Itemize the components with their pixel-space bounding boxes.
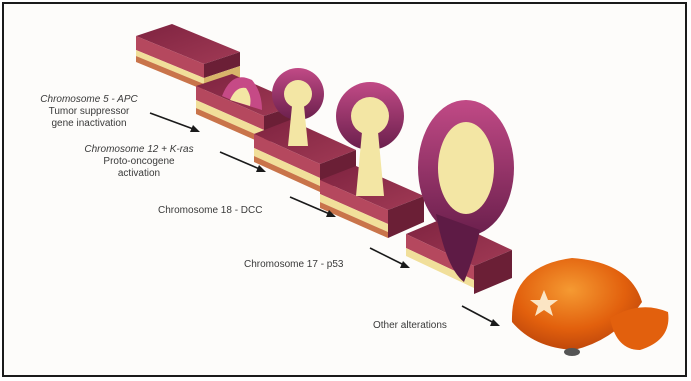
label-step2-line2: Proto-oncogene — [60, 156, 218, 168]
label-step1-line3: gene inactivation — [14, 118, 164, 130]
label-chromosome-5-apc: Chromosome 5 - APC Tumor suppressor gene… — [14, 94, 164, 130]
label-chromosome-12-kras: Chromosome 12 + K-ras Proto-oncogene act… — [60, 144, 218, 180]
arrow-step-4 — [370, 248, 410, 268]
arrow-step-5 — [462, 306, 500, 326]
label-step2-line3: activation — [60, 168, 218, 180]
metastatic-tumor — [512, 258, 669, 356]
label-chromosome-18-dcc: Chromosome 18 - DCC — [158, 205, 262, 217]
label-step1-line1: Chromosome 5 - APC — [14, 94, 164, 106]
label-chromosome-17-p53: Chromosome 17 - p53 — [244, 259, 344, 271]
label-step2-line1: Chromosome 12 + K-ras — [60, 144, 218, 156]
label-step1-line2: Tumor suppressor — [14, 106, 164, 118]
label-other-alterations: Other alterations — [373, 320, 447, 332]
